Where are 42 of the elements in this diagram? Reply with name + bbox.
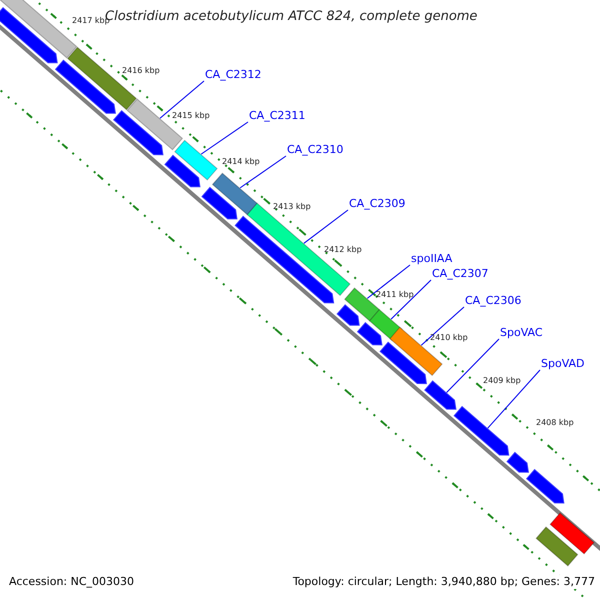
gene-feature-block	[164, 154, 200, 188]
gene-feature-block	[454, 406, 510, 456]
position-label: 2415 kbp	[172, 111, 210, 121]
gene-feature-block	[424, 380, 456, 410]
gene-name-label: CA_C2306	[465, 294, 522, 307]
gene-name-label: CA_C2311	[249, 109, 306, 122]
position-label: 2413 kbp	[273, 202, 311, 212]
gene-name-label: CA_C2310	[287, 143, 344, 156]
gene-feature-bar	[212, 172, 258, 216]
leader-line	[366, 264, 410, 299]
position-label: 2412 kbp	[324, 245, 362, 255]
gene-feature-bar	[174, 140, 218, 181]
position-label: 2410 kbp	[430, 333, 468, 343]
position-label: 2414 kbp	[222, 157, 260, 167]
gene-feature-block	[336, 304, 360, 326]
gene-feature-block	[54, 60, 116, 114]
position-label: 2411 kbp	[376, 290, 414, 300]
gene-name-label: CA_C2309	[349, 197, 406, 210]
position-label: 2416 kbp	[122, 66, 160, 76]
gene-name-label: CA_C2307	[432, 267, 488, 280]
leader-line	[200, 122, 248, 155]
gene-name-label: SpoVAD	[541, 357, 585, 370]
leader-line	[390, 280, 432, 320]
footer-text: Topology: circular; Length: 3,940,880 bp; Genes: 3,777	[292, 575, 595, 589]
gene-name-label: CA_C2312	[205, 68, 262, 81]
footer-text: Accession: NC_003030	[9, 575, 134, 589]
leader-line	[240, 156, 286, 188]
gene-name-label: SpoVAC	[500, 326, 543, 339]
gene-feature-block	[0, 7, 58, 64]
leader-line	[487, 370, 540, 429]
leader-line	[420, 306, 464, 346]
leader-line	[446, 338, 500, 393]
gene-feature-block	[201, 186, 238, 220]
gene-name-label: spoIIAA	[411, 252, 452, 265]
leader-line	[303, 210, 348, 244]
position-label: 2409 kbp	[483, 376, 521, 386]
gene-feature-block	[526, 468, 564, 504]
position-label: 2408 kbp	[536, 418, 574, 428]
gene-feature-block	[113, 110, 164, 156]
gene-feature-block	[380, 342, 427, 384]
leader-line	[160, 80, 204, 119]
gene-feature-block	[506, 452, 529, 473]
